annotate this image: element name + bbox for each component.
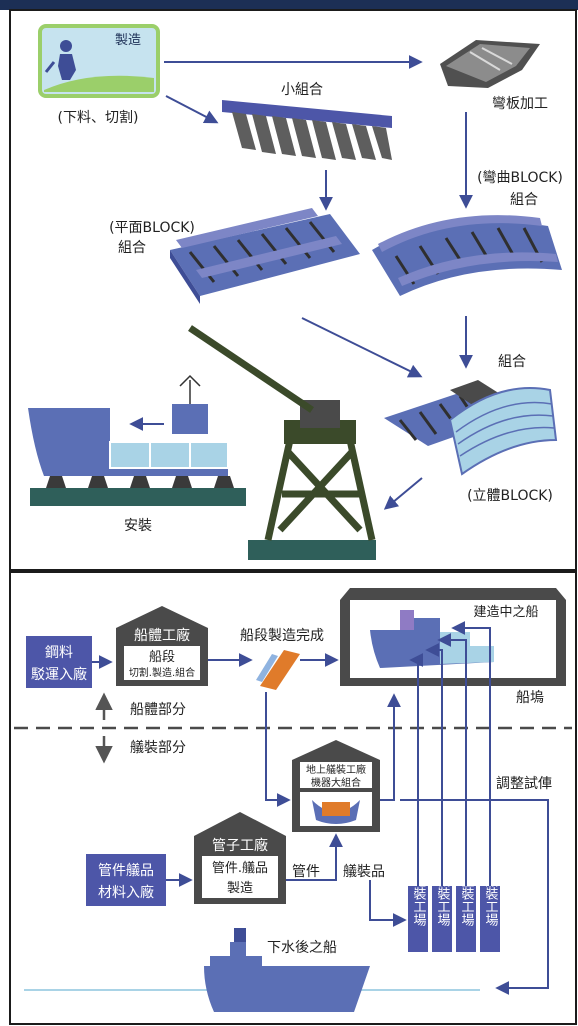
ground-outfit-factory: 地上艤裝工廠 機器大組合 bbox=[292, 740, 380, 832]
pipe-factory-title: 管子工廠 bbox=[212, 837, 268, 854]
ship-install-icon bbox=[28, 374, 246, 506]
install-label: 安裝 bbox=[124, 518, 152, 534]
shop-electrical: 電裝工場 bbox=[411, 874, 427, 926]
crane-icon bbox=[188, 325, 376, 560]
hull-part-label: 船體部分 bbox=[130, 702, 186, 718]
launched-label: 下水後之船 bbox=[267, 940, 337, 956]
hull-factory: 船體工廠 船段 切割.製造.組合 bbox=[116, 606, 208, 686]
adjust-label: 調整試俥 bbox=[496, 776, 552, 792]
segment-done-label: 船段製造完成 bbox=[240, 628, 324, 644]
shop-interior: 室裝工場 bbox=[459, 873, 475, 926]
top-panel bbox=[9, 9, 577, 571]
assemble-label: 組合 bbox=[498, 354, 526, 370]
ground-outfit-sub: 機器大組合 bbox=[311, 776, 361, 789]
flat-block-label-2: 組合 bbox=[118, 240, 146, 256]
curved-block-icon bbox=[372, 215, 562, 296]
launched-ship bbox=[24, 928, 480, 1012]
shop-machinery: 機裝工場 bbox=[435, 874, 451, 926]
steel-label-2: 駁運入廠 bbox=[31, 666, 87, 683]
manufacture-card: 製造 bbox=[38, 24, 160, 98]
bent-plate-icon bbox=[440, 40, 540, 88]
pipe-material-2: 材料入廠 bbox=[98, 884, 154, 901]
hull-factory-sub: 船段 bbox=[149, 650, 175, 665]
pipe-factory-sub2: 製造 bbox=[227, 881, 253, 896]
ship-building-label: 建造中之船 bbox=[473, 605, 538, 620]
pipe-label: 管件 bbox=[292, 864, 320, 880]
worker-icon bbox=[60, 40, 72, 52]
bending-label: 彎板加工 bbox=[492, 96, 548, 112]
manufacture-label: 製造 bbox=[115, 33, 141, 48]
outfit-goods-label: 艤裝品 bbox=[343, 863, 385, 880]
dock-label: 船塢 bbox=[516, 690, 544, 706]
bottom-flow-arrows bbox=[92, 621, 549, 995]
header-bar bbox=[0, 0, 578, 10]
workshop-columns: 電裝工場 機裝工場 室裝工場 船裝工場 bbox=[408, 873, 500, 952]
small-assembly-icon bbox=[222, 100, 392, 160]
hull-factory-detail: 切割.製造.組合 bbox=[129, 666, 195, 679]
curved-block-label-1: (彎曲BLOCK) bbox=[477, 170, 563, 186]
shop-ship: 船裝工場 bbox=[483, 874, 499, 926]
outfit-part-label: 艤裝部分 bbox=[130, 739, 186, 756]
pipe-factory-sub: 管件.艤品 bbox=[212, 860, 268, 876]
flat-block-label-1: (平面BLOCK) bbox=[109, 220, 195, 236]
pipe-factory: 管子工廠 管件.艤品 製造 bbox=[194, 812, 286, 904]
pipe-material-box: 管件艤品 材料入廠 bbox=[86, 854, 166, 906]
flat-block-icon bbox=[170, 208, 360, 304]
ground-outfit-title: 地上艤裝工廠 bbox=[306, 763, 366, 776]
top-flow-arrows bbox=[129, 55, 473, 510]
segment-icon bbox=[256, 650, 300, 690]
cut-label: (下料、切割) bbox=[58, 109, 139, 126]
pipe-material-1: 管件艤品 bbox=[98, 862, 154, 879]
dock: 建造中之船 bbox=[340, 588, 566, 686]
small-assembly-label: 小組合 bbox=[281, 82, 323, 98]
steel-inbound-box: 鋼料 駁運入廠 bbox=[26, 636, 92, 688]
steel-label-1: 鋼料 bbox=[45, 645, 73, 661]
solid-block-label: (立體BLOCK) bbox=[467, 488, 553, 504]
solid-block-icon bbox=[384, 380, 558, 476]
curved-block-label-2: 組合 bbox=[510, 192, 538, 208]
hull-factory-title: 船體工廠 bbox=[134, 627, 190, 644]
